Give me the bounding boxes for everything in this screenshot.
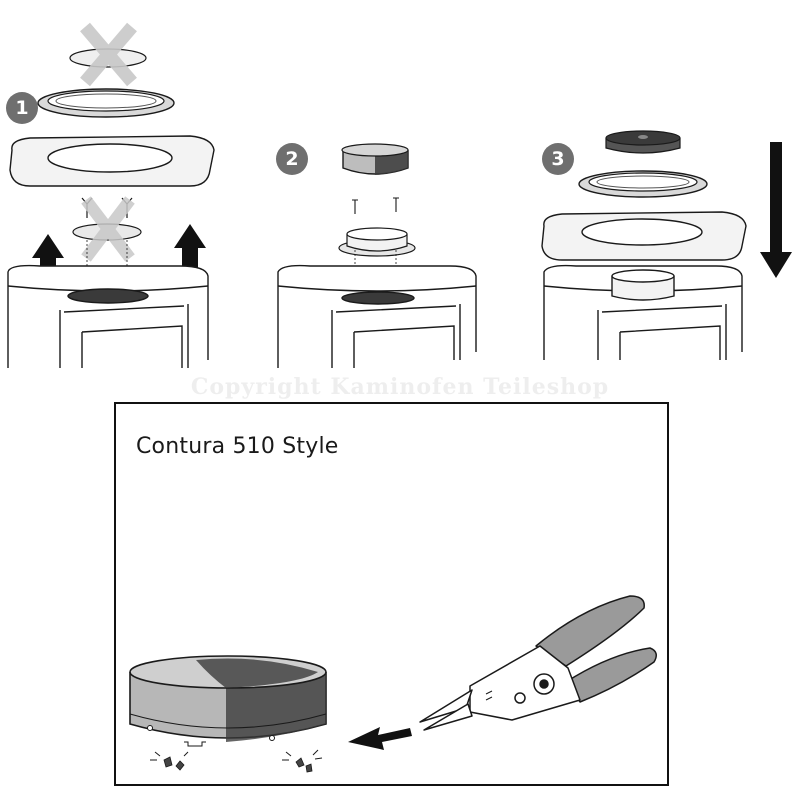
step-1-illustration bbox=[7, 22, 215, 368]
cross-mark-icon bbox=[81, 196, 135, 262]
copyright-watermark: Copyright Kaminofen Teileshop bbox=[190, 374, 610, 400]
step-3-illustration bbox=[541, 130, 792, 360]
tin-snips-icon bbox=[419, 595, 657, 731]
top-plate bbox=[541, 211, 747, 261]
step-badge-2: 2 bbox=[276, 143, 308, 175]
flue-spigot bbox=[341, 143, 409, 175]
stove-body bbox=[277, 264, 477, 368]
cut-fragment-icon bbox=[163, 756, 313, 773]
step-badge-3: 3 bbox=[542, 143, 574, 175]
detail-panel: Contura 510 Style bbox=[114, 402, 669, 786]
flue-spigot bbox=[129, 655, 327, 747]
arrow-left-icon bbox=[348, 727, 412, 750]
cut-spigot-illustration bbox=[129, 595, 657, 773]
top-plate bbox=[9, 135, 215, 187]
screw-icon bbox=[352, 197, 399, 214]
step-badge-1: 1 bbox=[6, 92, 38, 124]
lid-cap bbox=[605, 130, 681, 154]
step-2-illustration bbox=[277, 143, 477, 368]
panel-title: Contura 510 Style bbox=[136, 434, 339, 459]
spark-lines-icon bbox=[150, 749, 323, 761]
stove-body bbox=[7, 264, 209, 368]
flue-collar-ring bbox=[578, 170, 708, 198]
flue-adapter-ring bbox=[338, 227, 416, 257]
cross-mark-icon bbox=[80, 22, 137, 87]
stove-body bbox=[543, 264, 743, 360]
flue-collar-ring bbox=[37, 88, 175, 118]
arrow-down-icon bbox=[760, 142, 792, 278]
